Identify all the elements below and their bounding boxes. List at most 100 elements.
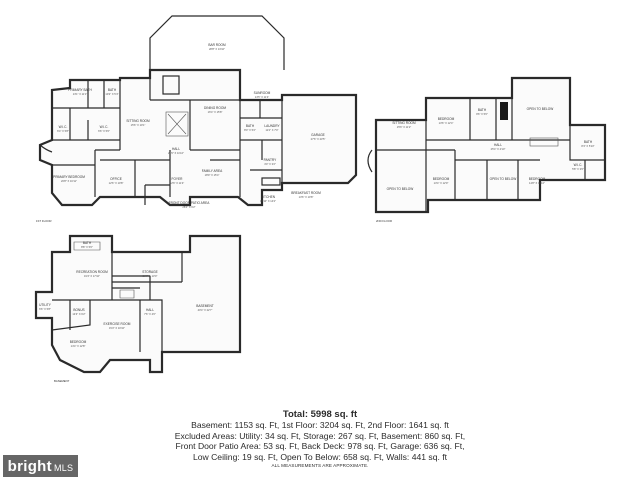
second-floor-plan: BEDROOM 13'6" X 12'4" BATH 9'6" X 5'0" O… <box>367 76 607 223</box>
room-label: BONUS <box>73 308 84 312</box>
excluded-areas-cont: Front Door Patio Area: 53 sq. Ft, Back D… <box>175 441 465 452</box>
room-label: W.I.C. <box>100 125 109 129</box>
room-dims: 15'6" X 11'2" <box>397 125 412 129</box>
room-dims: 8'8" X 5'0" <box>81 245 93 249</box>
room-label: BATH <box>584 140 593 144</box>
basement-outline <box>34 234 242 374</box>
room-label: BEDROOM <box>438 117 455 121</box>
basement-label: BASEMENT <box>54 379 70 383</box>
bay-window <box>39 144 53 153</box>
room-dims: 11'2" X 7'0" <box>265 128 278 132</box>
floor-plan-drawing: BAR ROOM 28'8" X 13'10" PRIMARY BATH 13'… <box>34 15 607 383</box>
basement-stair <box>119 289 135 299</box>
room-dims: 13'4" X 12'9" <box>434 181 449 185</box>
room-dims: 10'2" X 5'4" <box>105 92 118 96</box>
logo-wordmark: bright <box>7 457 52 475</box>
room-label: HALL <box>146 308 154 312</box>
room-label: UTILITY <box>39 303 52 307</box>
room-label: OPEN TO BELOW <box>387 187 414 191</box>
basement-labels: BATH 8'8" X 5'0" RECREATION ROOM 19'4" X… <box>39 241 214 348</box>
room-dims: 8'0" X 5'2" <box>244 128 256 132</box>
bar-room-outline <box>149 15 285 70</box>
room-dims: 17'10" X 14'2" <box>260 199 276 203</box>
logo-suffix: MLS <box>53 462 74 473</box>
second-floor-interior-walls <box>376 98 605 212</box>
room-dims: 27'6" X 23'5" <box>311 137 326 141</box>
room-label: HALL <box>494 143 502 147</box>
room-label: OPEN TO BELOW <box>490 177 517 181</box>
room-label: SUNROOM <box>254 91 271 95</box>
room-dims: 8'4" X 5'10" <box>581 144 594 148</box>
room-dims: 20'8" X 16'11" <box>61 179 77 183</box>
room-label: LAUNDRY <box>264 124 280 128</box>
floor-areas: Basement: 1153 sq. Ft, 1st Floor: 3204 s… <box>191 420 449 430</box>
total-area: Total: 5998 sq. ft <box>282 409 358 420</box>
room-label: PRIMARY BATH <box>68 88 92 92</box>
room-label: PANTRY <box>264 158 278 162</box>
room-label: STORAGE <box>142 270 158 274</box>
fireplace <box>162 75 180 95</box>
first-floor-labels: BAR ROOM 28'8" X 13'10" PRIMARY BATH 13'… <box>53 43 325 209</box>
room-dims: 5'8" X 3'6" <box>572 167 584 171</box>
room-label: BREAKFAST ROOM <box>291 191 321 195</box>
room-dims: 14'3" X 9'2" <box>72 312 85 316</box>
room-dims: 20'7" X 13'0" <box>143 274 158 278</box>
room-label: SITTING ROOM <box>392 121 416 125</box>
second-floor-label: 2ND FLOOR <box>376 219 392 223</box>
room-dims: 14'8" X 11'10" <box>529 181 545 185</box>
room-dims: 12'6" X 11'4" <box>170 181 185 185</box>
basement-plan: BATH 8'8" X 5'0" RECREATION ROOM 19'4" X… <box>34 234 242 383</box>
room-label: FRONT DOOR PATIO AREA <box>169 201 211 205</box>
room-label: HALL <box>172 147 180 151</box>
room-label: BEDROOM <box>70 340 87 344</box>
first-floor-plan: BAR ROOM 28'8" X 13'10" PRIMARY BATH 13'… <box>36 15 358 223</box>
room-dims: 14'5" X 11'4" <box>255 95 270 99</box>
measurement-note: ALL MEASUREMENTS ARE APPROXIMATE. <box>271 463 369 469</box>
stair-run <box>529 137 559 147</box>
room-dims: 40'4" X 22'7" <box>198 308 213 312</box>
room-label: BATH <box>478 108 487 112</box>
room-dims: 13'6" X 12'4" <box>439 121 454 125</box>
room-dims: 6'6" X 5'8" <box>39 307 51 311</box>
stair-cross <box>167 113 187 135</box>
room-dims: 28'4" X 9'2" <box>182 205 195 209</box>
room-label: W.I.C. <box>59 125 68 129</box>
room-dims: 6'6" X 5'6" <box>98 129 110 133</box>
room-dims: 12'6" X 10'8" <box>109 181 124 185</box>
room-label: BEDROOM <box>529 177 546 181</box>
room-label: PRIMARY BEDROOM <box>53 175 85 179</box>
room-dims: 9'6" X 5'0" <box>476 112 488 116</box>
room-dims: 14'4" X 12'8" <box>71 344 86 348</box>
area-summary: Total: 5998 sq. ft Basement: 1153 sq. Ft… <box>0 409 640 470</box>
room-label: W.I.C. <box>574 163 583 167</box>
room-dims: 25'4" X 4'10" <box>491 147 506 151</box>
kitchen-island <box>261 177 281 186</box>
room-dims: 21'6" X 11'10" <box>168 151 184 155</box>
second-floor-labels: BEDROOM 13'6" X 12'4" BATH 9'6" X 5'0" O… <box>387 107 595 191</box>
second-floor-outline <box>374 76 607 214</box>
room-dims: 13'1" X 11'1" <box>73 92 88 96</box>
room-label: BASEMENT <box>196 304 214 308</box>
bath-fixtures <box>73 241 101 251</box>
spiral-stair <box>367 149 373 173</box>
room-dims: 19'4" X 17'10" <box>84 274 100 278</box>
first-floor-interior-walls <box>52 78 283 205</box>
room-label: OPEN TO BELOW <box>527 107 554 111</box>
room-label: OFFICE <box>110 177 122 181</box>
stair-block <box>165 111 189 137</box>
room-label: FOYER <box>172 177 184 181</box>
room-dims: 13'6" X 10'8" <box>299 195 314 199</box>
room-label: EXERCISE ROOM <box>104 322 131 326</box>
room-label: BATH <box>83 241 92 245</box>
room-label: DINING ROOM <box>204 106 226 110</box>
room-dims: 15'2" X 10'10" <box>109 326 125 330</box>
room-dims: 18'9" X 15'4" <box>205 173 220 177</box>
room-label: KITCHEN <box>261 195 276 199</box>
room-label: SITTING ROOM <box>126 119 150 123</box>
room-label: BATH <box>108 88 117 92</box>
first-floor-outline <box>38 68 358 207</box>
chimney <box>500 102 508 120</box>
room-label: RECREATION ROOM <box>76 270 108 274</box>
basement-interior-walls <box>51 252 183 352</box>
